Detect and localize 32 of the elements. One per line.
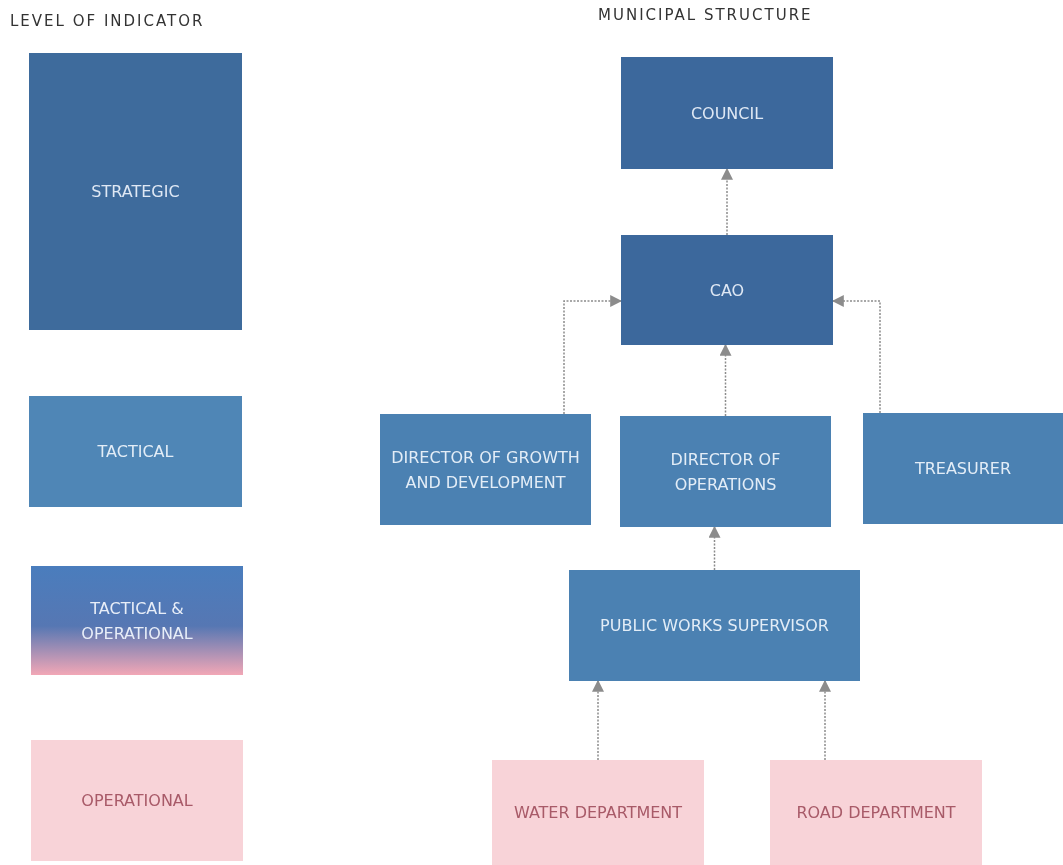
- org-box: [380, 414, 591, 525]
- org-box: [863, 413, 1063, 524]
- box-label: CAO: [709, 279, 745, 302]
- section-heading: MUNICIPAL STRUCTURE: [598, 5, 813, 26]
- box-label: ROAD DEPARTMENT: [796, 802, 956, 824]
- box-label: STRATEGIC: [91, 181, 180, 203]
- level-box: [29, 396, 242, 507]
- box-label: COUNCIL: [690, 102, 764, 125]
- org-box: [620, 416, 831, 527]
- box-label: TACTICAL & OPERATIONAL: [80, 597, 194, 645]
- arrow: [708, 525, 721, 571]
- box-label: PUBLIC WORKS SUPERVISOR: [600, 615, 829, 637]
- arrow: [563, 295, 623, 415]
- arrow: [721, 167, 733, 236]
- box-label: TACTICAL: [97, 441, 174, 463]
- section-heading: LEVEL OF INDICATOR: [10, 11, 205, 32]
- box-label: DIRECTOR OF OPERATIONS: [669, 448, 782, 496]
- org-box: [492, 760, 704, 865]
- box-label: OPERATIONAL: [81, 790, 193, 812]
- org-box: [621, 235, 833, 345]
- box-label: TREASURER: [914, 458, 1012, 480]
- level-box: [29, 53, 242, 330]
- box-label: WATER DEPARTMENT: [513, 802, 683, 824]
- box-label: DIRECTOR OF GROWTH AND DEVELOPMENT: [390, 446, 581, 494]
- arrow: [719, 343, 732, 417]
- arrow: [819, 679, 831, 761]
- arrow: [592, 679, 604, 761]
- org-box: [770, 760, 982, 865]
- org-box: [569, 570, 860, 681]
- level-box: [31, 566, 243, 675]
- org-box: [621, 57, 833, 169]
- level-box: [31, 740, 243, 861]
